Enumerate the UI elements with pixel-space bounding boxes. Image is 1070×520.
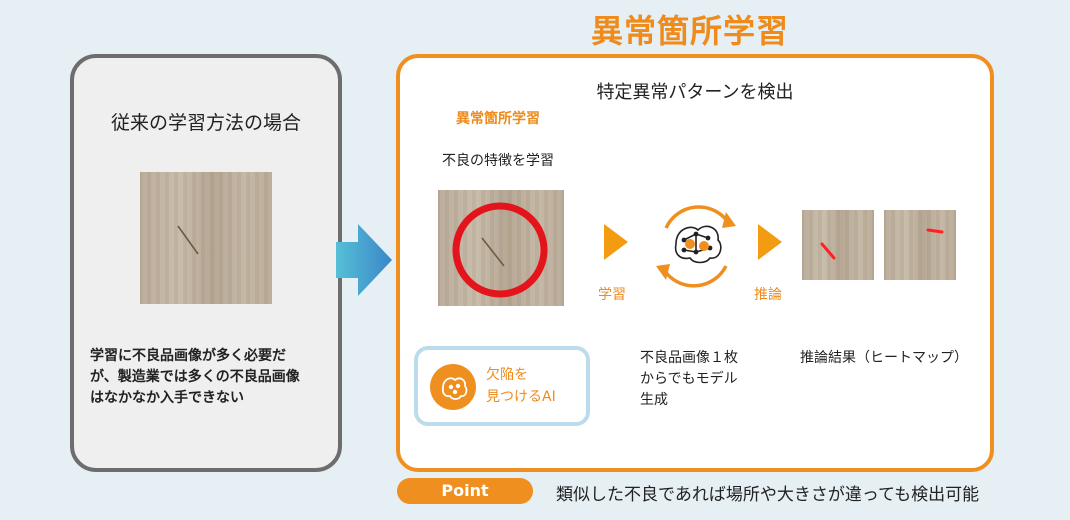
conventional-method-panel: 従来の学習方法の場合 学習に不良品画像が多く必要だ が、製造業では多くの不良品画… xyxy=(70,54,342,472)
caption-line: からでもモデル xyxy=(640,371,738,387)
caption-line: 不良品画像１枚 xyxy=(640,350,738,366)
model-generation-caption: 不良品画像１枚 からでもモデル 生成 xyxy=(640,348,738,411)
anomaly-subtitle: 異常箇所学習 xyxy=(456,111,540,127)
heatmap-mark xyxy=(926,228,944,234)
learn-feature-caption: 不良の特徴を学習 xyxy=(442,153,554,169)
ai-brain-icon xyxy=(430,364,476,410)
conventional-heading: 従来の学習方法の場合 xyxy=(110,112,301,134)
ai-brain-cycle-icon xyxy=(656,205,736,288)
transition-arrow-icon xyxy=(336,224,392,296)
conventional-description: 学習に不良品画像が多く必要だ が、製造業では多くの不良品画像 はなかなか入手でき… xyxy=(90,346,330,409)
defect-highlight-image xyxy=(438,190,564,306)
ai-badge-text: 欠陥を 見つけるAI xyxy=(486,364,556,408)
heatmap-mark xyxy=(820,242,836,260)
anomaly-heading: 特定異常パターンを検出 xyxy=(596,82,794,103)
scratch-mark xyxy=(481,237,505,267)
defect-circle-marker xyxy=(452,202,548,298)
heatmap-result-image-1 xyxy=(802,210,874,280)
ai-badge-line: 欠陥を xyxy=(486,367,528,383)
defect-sample-image xyxy=(140,172,272,304)
inference-result-caption: 推論結果（ヒートマップ） xyxy=(800,350,968,366)
description-line: はなかなか入手できない xyxy=(90,390,244,406)
defect-finding-ai-badge: 欠陥を 見つけるAI xyxy=(414,346,590,426)
point-badge: Point xyxy=(397,478,533,504)
learn-label: 学習 xyxy=(598,287,626,303)
caption-line: 生成 xyxy=(640,392,668,408)
infer-label: 推論 xyxy=(754,287,782,303)
description-line: が、製造業では多くの不良品画像 xyxy=(90,369,300,385)
learn-arrow-icon xyxy=(604,224,628,260)
point-statement: 類似した不良であれば場所や大きさが違っても検出可能 xyxy=(556,485,980,505)
scratch-mark xyxy=(177,225,199,255)
heatmap-result-image-2 xyxy=(884,210,956,280)
anomaly-learning-panel: 特定異常パターンを検出 異常箇所学習 不良の特徴を学習 学習 推論 xyxy=(396,54,994,472)
infer-arrow-icon xyxy=(758,224,782,260)
ai-badge-line: 見つけるAI xyxy=(486,389,556,405)
description-line: 学習に不良品画像が多く必要だ xyxy=(90,348,286,364)
main-title: 異常箇所学習 xyxy=(590,12,789,50)
